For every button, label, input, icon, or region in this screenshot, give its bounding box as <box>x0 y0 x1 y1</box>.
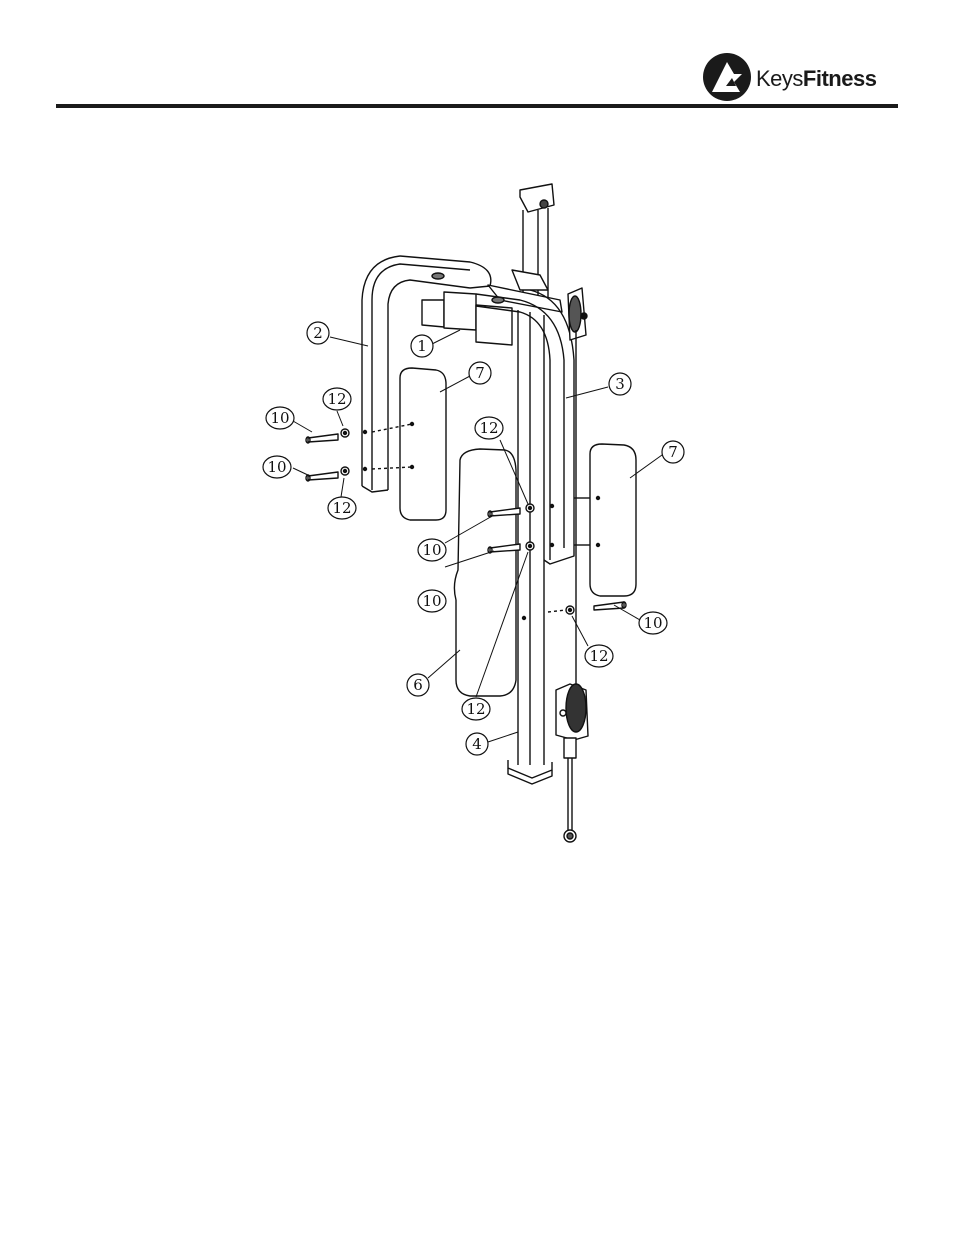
callout-10: 10 <box>266 407 294 429</box>
svg-text:1: 1 <box>417 337 427 355</box>
svg-text:12: 12 <box>589 647 608 665</box>
callout-1: 1 <box>411 335 433 357</box>
svg-text:7: 7 <box>475 364 485 382</box>
svg-text:4: 4 <box>472 735 482 753</box>
callout-7-left: 7 <box>469 362 491 384</box>
callout-10: 10 <box>263 456 291 478</box>
bolt <box>306 434 338 443</box>
callout-12: 12 <box>328 497 356 519</box>
callout-3: 3 <box>609 373 631 395</box>
svg-text:10: 10 <box>422 592 441 610</box>
svg-text:10: 10 <box>643 614 662 632</box>
callout-7-right: 7 <box>662 441 684 463</box>
callout-12: 12 <box>462 698 490 720</box>
washer <box>341 429 349 437</box>
bolt <box>306 472 338 481</box>
callout-10: 10 <box>639 612 667 634</box>
svg-text:7: 7 <box>668 443 678 461</box>
svg-text:12: 12 <box>327 390 346 408</box>
washer <box>566 606 574 614</box>
top-pulley <box>568 288 587 340</box>
svg-text:2: 2 <box>313 324 323 342</box>
svg-text:12: 12 <box>332 499 351 517</box>
washer <box>526 542 534 550</box>
right-arm-pad <box>590 444 636 596</box>
callout-10: 10 <box>418 590 446 612</box>
svg-text:10: 10 <box>267 458 286 476</box>
callout-2: 2 <box>307 322 329 344</box>
svg-text:10: 10 <box>270 409 289 427</box>
callout-12: 12 <box>323 388 351 410</box>
svg-text:6: 6 <box>413 676 423 694</box>
svg-text:10: 10 <box>422 541 441 559</box>
svg-text:3: 3 <box>615 375 625 393</box>
callout-12: 12 <box>585 645 613 667</box>
callout-12: 12 <box>475 417 503 439</box>
back-pad <box>454 449 516 696</box>
left-arm-pad <box>372 368 446 520</box>
svg-text:12: 12 <box>479 419 498 437</box>
washer <box>526 504 534 512</box>
callout-6: 6 <box>407 674 429 696</box>
washer <box>341 467 349 475</box>
callout-4: 4 <box>466 733 488 755</box>
svg-text:12: 12 <box>466 700 485 718</box>
callout-10: 10 <box>418 539 446 561</box>
